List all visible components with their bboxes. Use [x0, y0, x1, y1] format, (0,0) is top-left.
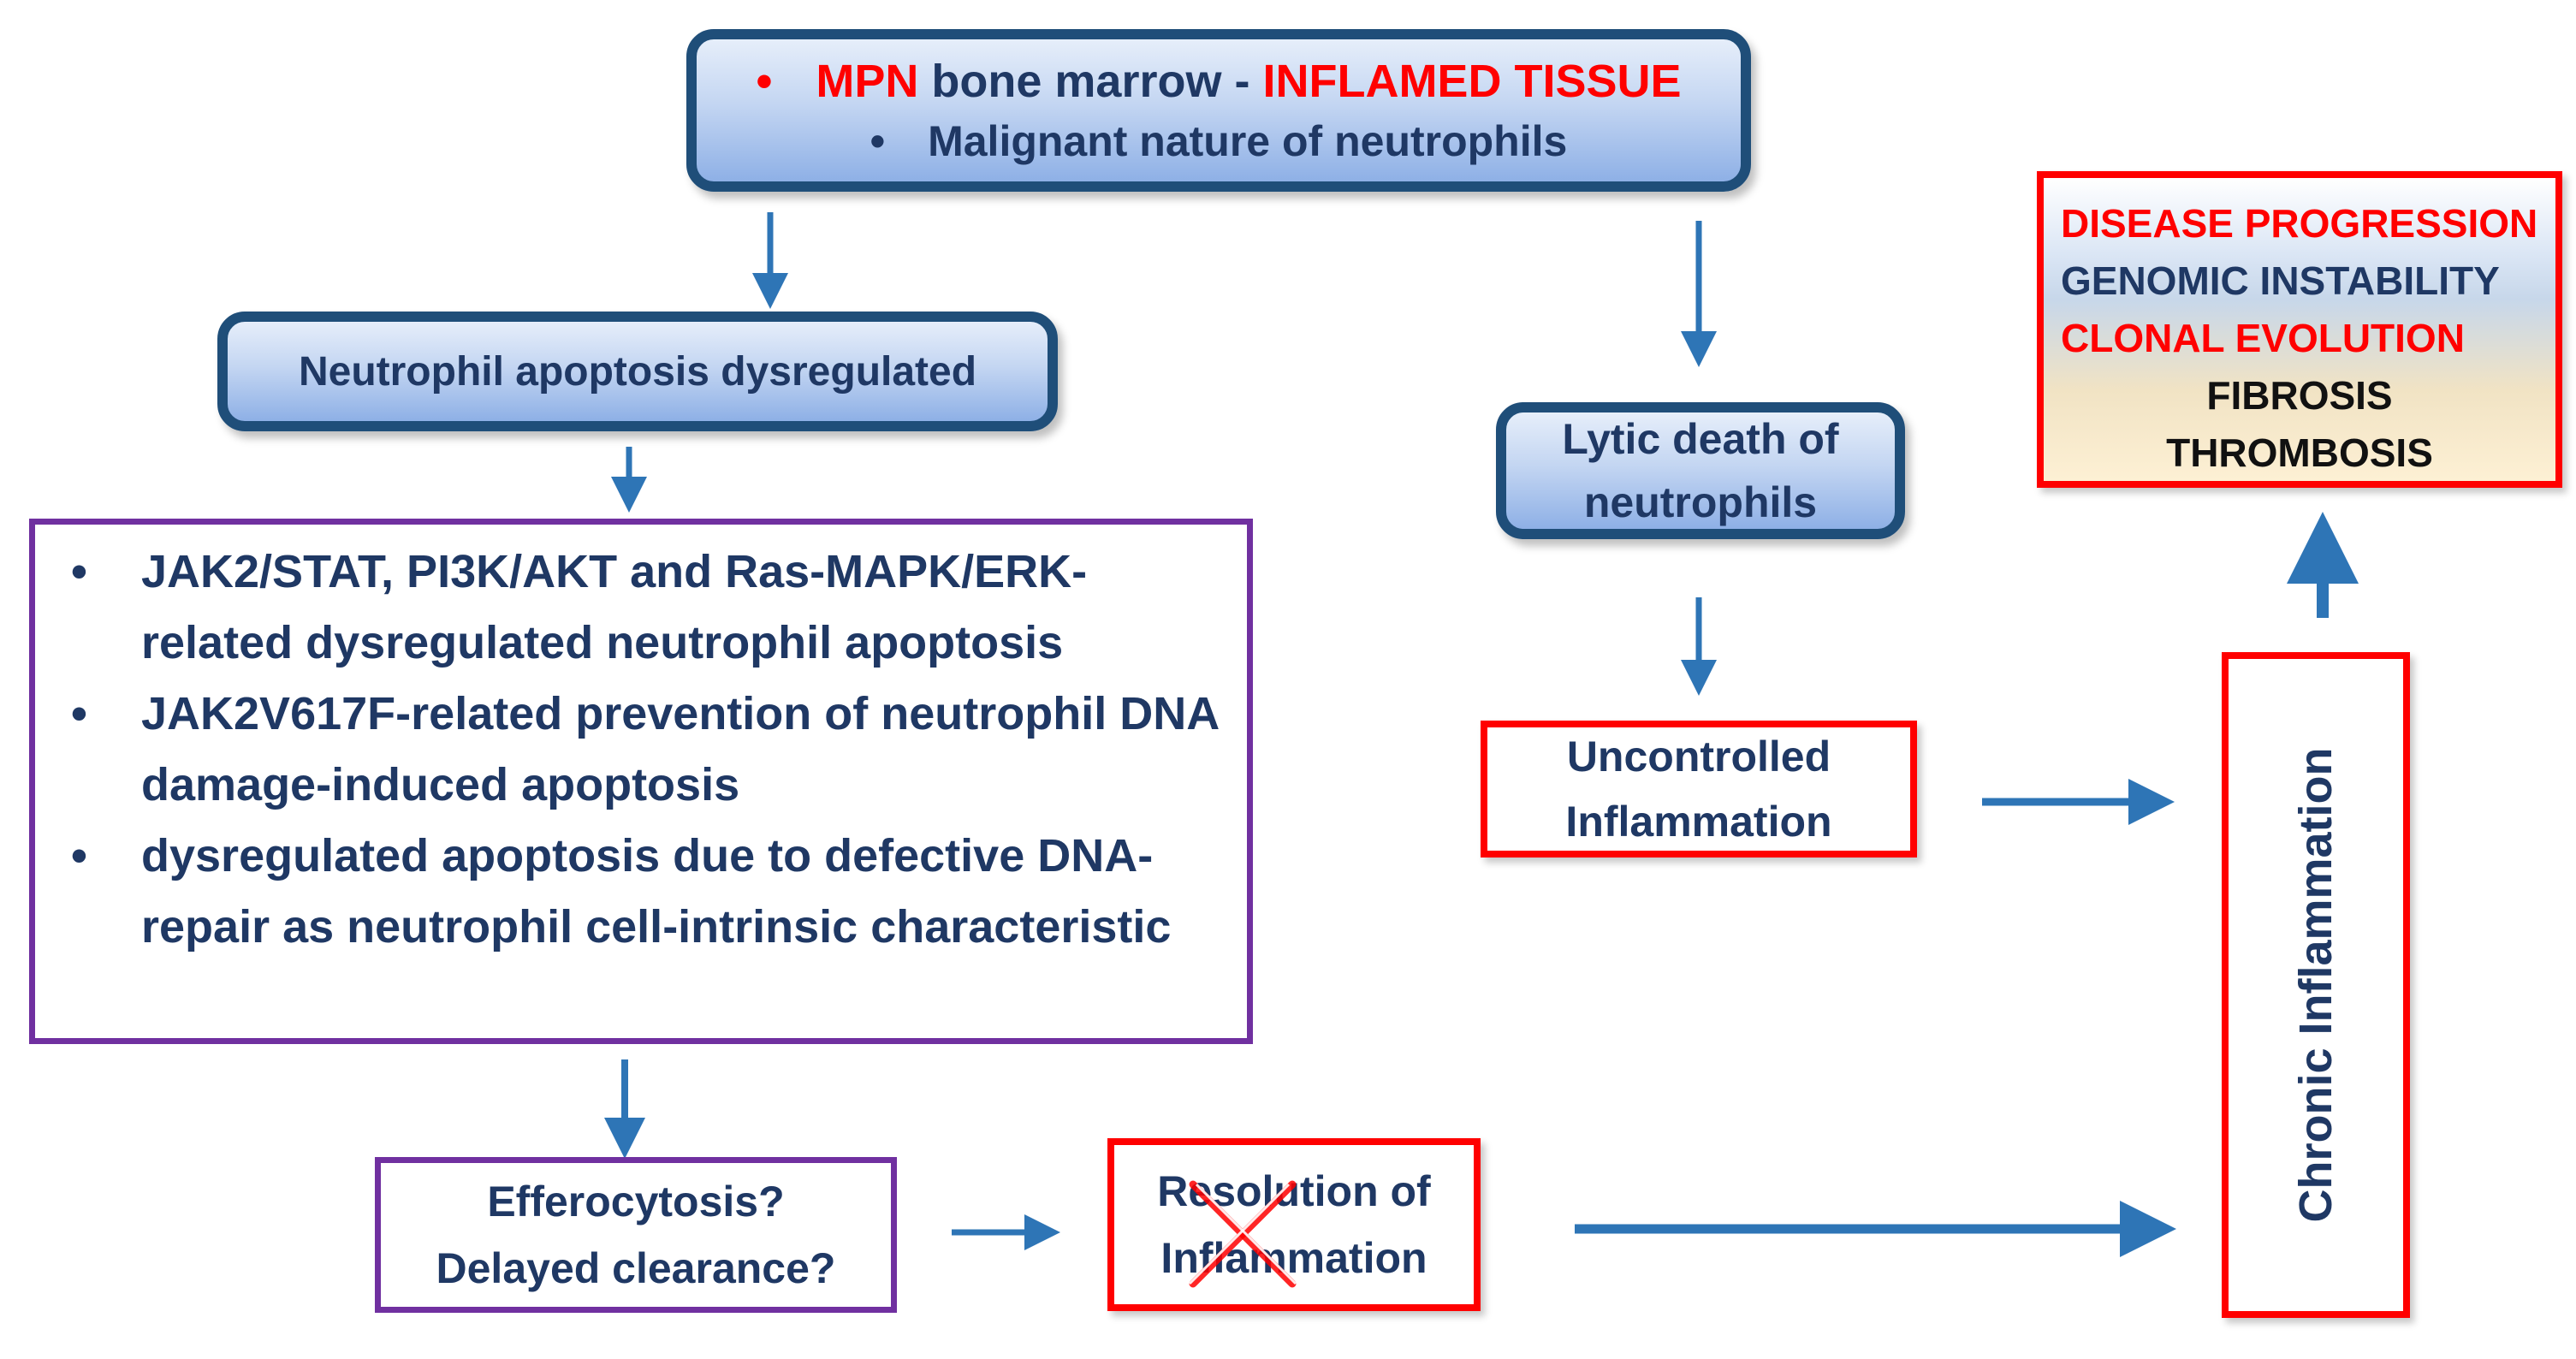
- chronic-inflammation-box: Chronic Inflammation: [2222, 652, 2410, 1318]
- inflamed-tissue-label: INFLAMED TISSUE: [1262, 56, 1682, 107]
- apoptosis-dysregulated-box: Neutrophil apoptosis dysregulated: [217, 312, 1058, 431]
- top-line-2: • Malignant nature of neutrophils: [870, 112, 1568, 170]
- disease-progression-label: DISEASE PROGRESSION: [2061, 201, 2538, 246]
- mpn-label: MPN: [816, 56, 919, 107]
- mechanism-text: JAK2/STAT, PI3K/AKT and Ras-MAPK/ERK-rel…: [141, 546, 1088, 668]
- mechanism-item: • JAK2V617F-related prevention of neutro…: [52, 679, 1230, 821]
- mechanisms-box: • JAK2/STAT, PI3K/AKT and Ras-MAPK/ERK-r…: [29, 519, 1253, 1044]
- thrombosis-label: THROMBOSIS: [2166, 430, 2433, 475]
- mechanisms-list: • JAK2/STAT, PI3K/AKT and Ras-MAPK/ERK-r…: [52, 537, 1230, 963]
- disease-progression-box: DISEASE PROGRESSION GENOMIC INSTABILITY …: [2037, 171, 2562, 488]
- genomic-instability-label: GENOMIC INSTABILITY: [2061, 258, 2500, 303]
- mechanism-item: • JAK2/STAT, PI3K/AKT and Ras-MAPK/ERK-r…: [52, 537, 1230, 679]
- chronic-inflammation-label: Chronic Inflammation: [2290, 747, 2342, 1223]
- uncontrolled-line-1: Uncontrolled: [1566, 733, 1831, 780]
- apoptosis-dysregulated-label: Neutrophil apoptosis dysregulated: [298, 348, 977, 395]
- mechanism-text: JAK2V617F-related prevention of neutroph…: [141, 688, 1219, 810]
- mechanism-text: dysregulated apoptosis due to defective …: [141, 830, 1172, 952]
- bullet: •: [870, 117, 886, 165]
- uncontrolled-inflammation-box: Uncontrolled Inflammation: [1481, 721, 1917, 858]
- resolution-of-inflammation-box: Resolution of Inflammation: [1107, 1138, 1481, 1311]
- fibrosis-label: FIBROSIS: [2206, 373, 2393, 418]
- top-line-1: • MPN bone marrow - INFLAMED TISSUE: [756, 50, 1681, 112]
- clonal-evolution-label: CLONAL EVOLUTION: [2061, 316, 2465, 360]
- uncontrolled-line-2: Inflammation: [1565, 798, 1832, 846]
- lytic-death-line-1: Lytic death of: [1562, 415, 1839, 463]
- efferocytosis-line-1: Efferocytosis?: [487, 1178, 785, 1225]
- efferocytosis-line-2: Delayed clearance?: [436, 1244, 836, 1292]
- lytic-death-box: Lytic death of neutrophils: [1496, 402, 1905, 539]
- mpn-bone-marrow-box: • MPN bone marrow - INFLAMED TISSUE • Ma…: [686, 29, 1751, 192]
- mechanism-item: • dysregulated apoptosis due to defectiv…: [52, 821, 1230, 963]
- bullet: •: [71, 830, 87, 881]
- bullet: •: [71, 546, 87, 597]
- malignant-nature-label: Malignant nature of neutrophils: [928, 117, 1568, 165]
- bullet: •: [756, 56, 773, 107]
- lytic-death-line-2: neutrophils: [1583, 478, 1818, 526]
- bone-marrow-label: bone marrow -: [931, 56, 1250, 107]
- cross-icon: [1188, 1180, 1297, 1288]
- efferocytosis-box: Efferocytosis? Delayed clearance?: [375, 1157, 897, 1313]
- bullet: •: [71, 688, 87, 739]
